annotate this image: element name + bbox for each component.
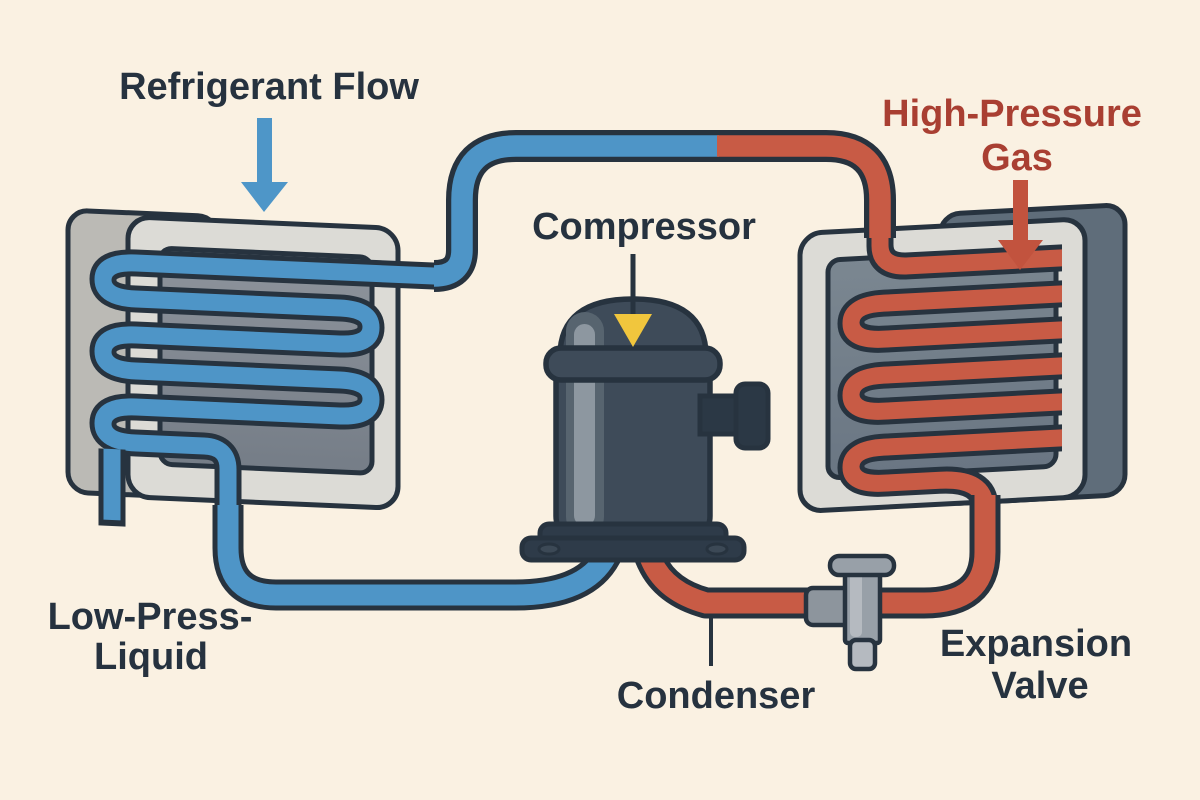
top-pipe xyxy=(433,130,896,292)
refrigerant-flow-arrow-icon xyxy=(241,118,288,212)
low-pressure-liquid-label-line2: Liquid xyxy=(94,636,208,678)
valve-bottom-stem xyxy=(847,637,878,672)
left-heat-exchanger-coil xyxy=(65,208,448,560)
valve-body-highlight xyxy=(850,571,862,637)
expansion-valve-label-line2: Valve xyxy=(991,665,1088,707)
compressor-foot-bolt-left xyxy=(537,542,561,556)
right-heat-exchanger-coil xyxy=(797,192,1128,559)
suction-pipe-bottom xyxy=(212,505,634,611)
high-pressure-gas-label-line2: Gas xyxy=(981,137,1053,179)
expansion-valve xyxy=(803,553,897,672)
refrigerant-flow-label: Refrigerant Flow xyxy=(119,66,419,108)
evaporator-serpentine-tube xyxy=(89,249,448,560)
condenser-serpentine-tube xyxy=(837,192,1062,559)
condenser-label: Condenser xyxy=(617,675,816,717)
compressor-port-cap xyxy=(733,381,771,451)
high-pressure-gas-label-line1: High-Pressure xyxy=(882,93,1142,135)
top-pipe-blue-segment xyxy=(433,135,719,287)
low-pressure-liquid-label-line1: Low-Press- xyxy=(48,596,253,638)
valve-top-flange xyxy=(827,553,897,578)
compressor-pointer-arrow-icon xyxy=(614,254,652,347)
top-pipe-red-segment xyxy=(717,135,891,238)
discharge-pipe-bottom xyxy=(623,495,1001,619)
high-pressure-gas-arrow-icon xyxy=(998,180,1043,270)
expansion-valve-label-line1: Expansion xyxy=(940,623,1132,665)
compressor-label: Compressor xyxy=(532,206,756,248)
compressor-collar xyxy=(543,345,723,383)
compressor-base-plate xyxy=(519,535,747,563)
compressor-foot-bolt-right xyxy=(705,542,729,556)
